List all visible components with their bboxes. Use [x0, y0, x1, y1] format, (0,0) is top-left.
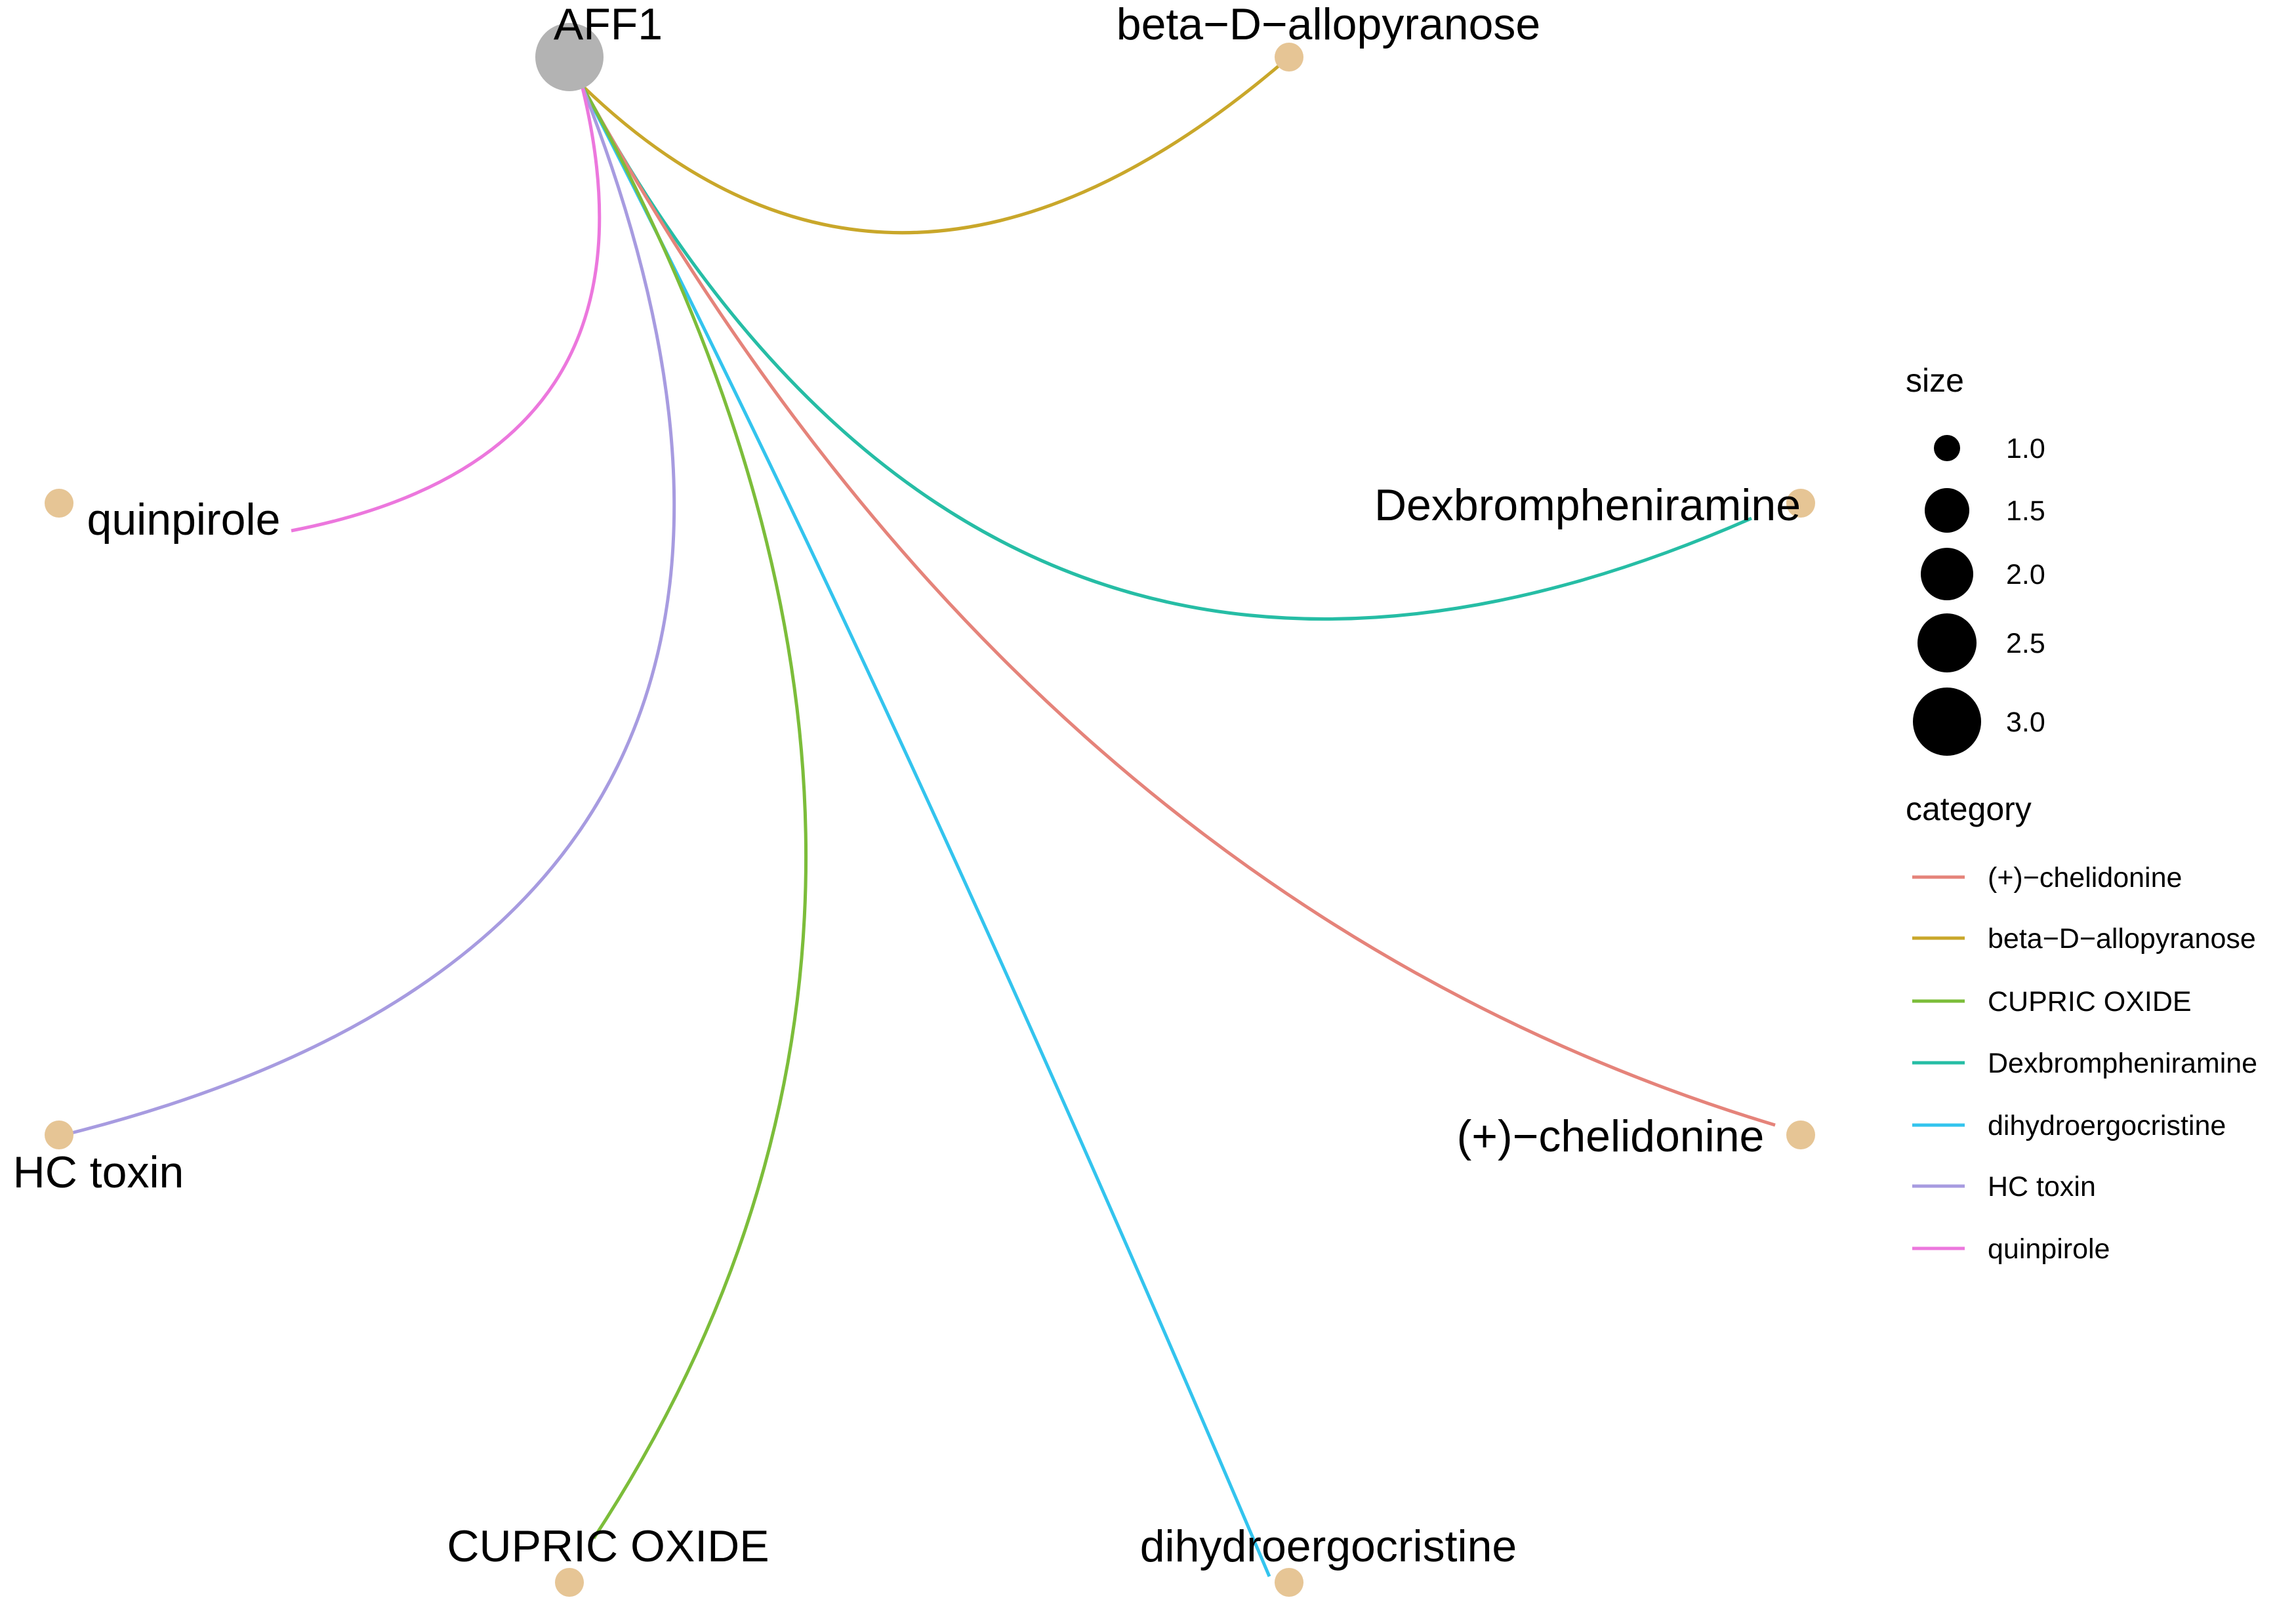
- edge-layer: [68, 56, 1776, 1577]
- legend: size 1.0 1.5 2.0 2.5 3.0 category (+)−ch…: [1906, 362, 2257, 1265]
- edge-chelidonine: [580, 84, 1776, 1127]
- leaf-node-layer: [45, 43, 1815, 1597]
- label-cupric-oxide: CUPRIC OXIDE: [447, 1521, 769, 1571]
- legend-size-label-2: 1.5: [2006, 495, 2045, 527]
- node-label-layer: AFF1 beta−D−allopyranose Dexbrompheniram…: [13, 0, 1801, 1571]
- edge-hc-toxin: [68, 85, 676, 1136]
- legend-label-dihydroergocristine: dihydroergocristine: [1988, 1110, 2226, 1141]
- edge-quinpirole: [291, 85, 602, 533]
- legend-label-dexbrompheniramine: Dexbrompheniramine: [1988, 1048, 2257, 1079]
- legend-label-chelidonine: (+)−chelidonine: [1988, 862, 2182, 894]
- legend-size-dot-4: [1917, 613, 1977, 672]
- legend-size-label-5: 3.0: [2006, 707, 2045, 738]
- legend-size-dot-5: [1913, 688, 1981, 756]
- node-quinpirole: [45, 489, 73, 518]
- edge-beta-d-allopyranose: [581, 56, 1290, 235]
- node-aff1: [535, 23, 604, 91]
- node-beta-d-allopyranose: [1275, 43, 1303, 72]
- node-hc-toxin: [45, 1121, 73, 1149]
- node-dihydroergocristine: [1275, 1568, 1303, 1597]
- label-dihydroergocristine: dihydroergocristine: [1140, 1521, 1517, 1571]
- legend-label-beta-d-allopyranose: beta−D−allopyranose: [1988, 923, 2256, 955]
- label-hc-toxin: HC toxin: [13, 1147, 184, 1197]
- legend-size-title: size: [1906, 362, 1964, 399]
- legend-size-dot-3: [1921, 548, 1973, 600]
- label-quinpirole: quinpirole: [87, 495, 281, 545]
- legend-size-dot-2: [1925, 488, 1969, 533]
- node-cupric-oxide: [555, 1568, 584, 1597]
- legend-size-dot-1: [1934, 435, 1960, 461]
- label-aff1: AFF1: [554, 0, 663, 49]
- label-chelidonine: (+)−chelidonine: [1457, 1111, 1765, 1161]
- edge-dexbrompheniramine: [580, 84, 1753, 621]
- node-dexbrompheniramine: [1786, 489, 1815, 518]
- edge-cupric-oxide: [580, 84, 808, 1540]
- legend-size-label-3: 2.0: [2006, 559, 2045, 590]
- legend-label-quinpirole: quinpirole: [1988, 1233, 2110, 1265]
- legend-size-label-4: 2.5: [2006, 628, 2045, 659]
- node-chelidonine: [1786, 1121, 1815, 1149]
- label-beta-d-allopyranose: beta−D−allopyranose: [1117, 0, 1540, 49]
- label-dexbrompheniramine: Dexbrompheniramine: [1374, 480, 1801, 530]
- legend-label-cupric-oxide: CUPRIC OXIDE: [1988, 986, 2192, 1018]
- legend-size-label-1: 1.0: [2006, 433, 2045, 464]
- edge-dihydroergocristine: [580, 84, 1271, 1577]
- legend-label-hc-toxin: HC toxin: [1988, 1171, 2096, 1203]
- legend-category-title: category: [1906, 791, 2032, 827]
